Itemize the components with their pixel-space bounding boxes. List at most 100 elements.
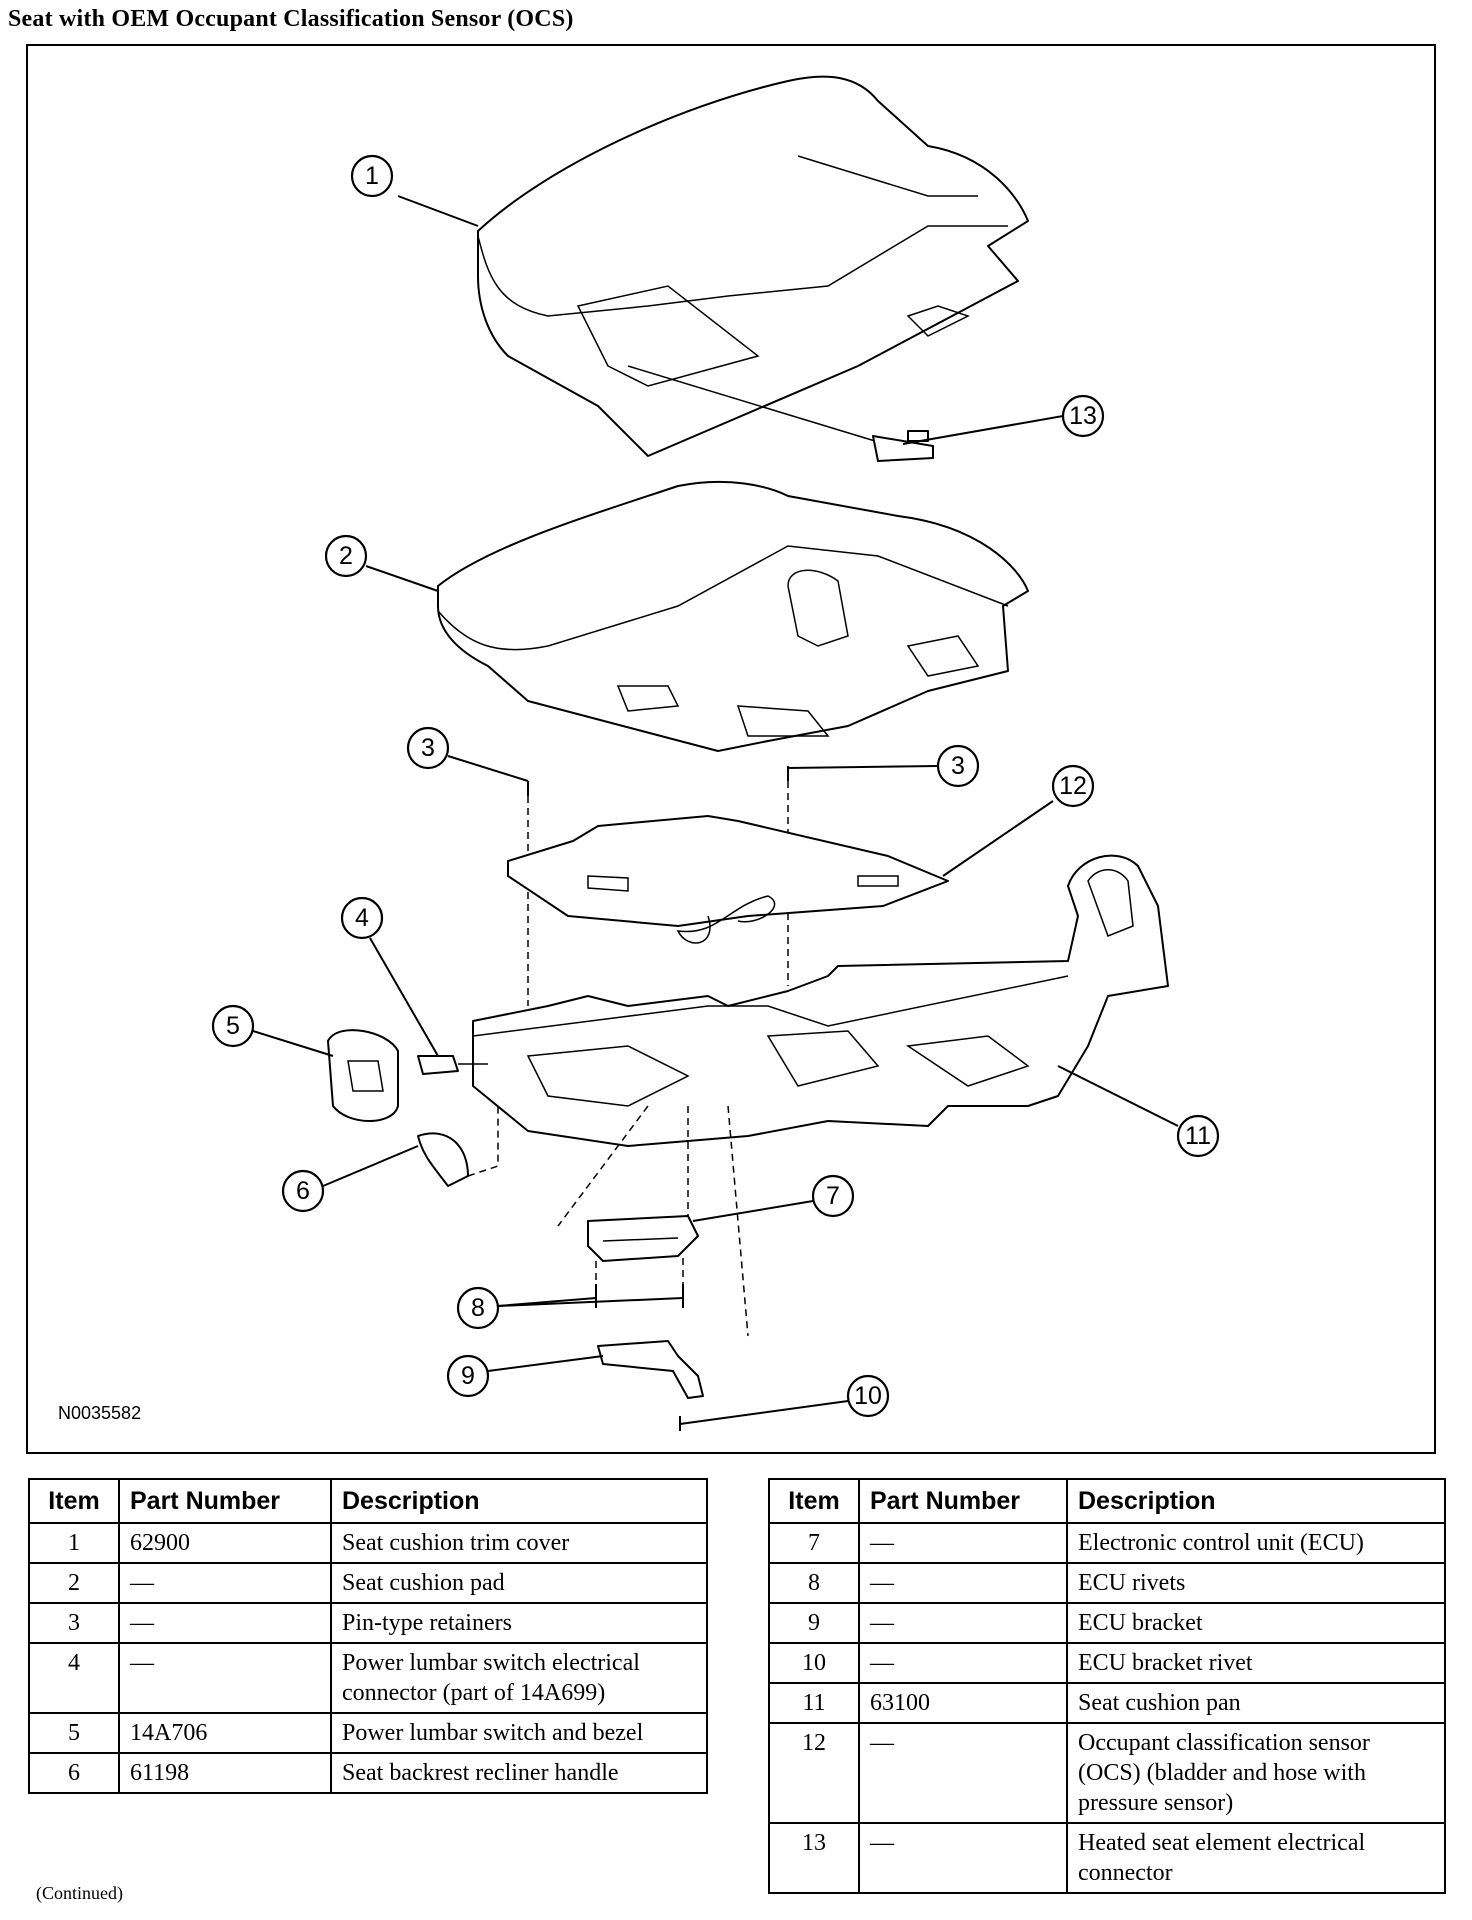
cushion-pad-part — [437, 480, 1029, 752]
svg-text:3: 3 — [951, 752, 965, 780]
callout-2: 2 — [324, 534, 368, 578]
cell-item: 8 — [768, 1562, 860, 1604]
cell-part-number: — — [858, 1722, 1068, 1824]
cell-description: ECU rivets — [1066, 1562, 1446, 1604]
switch-bezel-part — [327, 1029, 399, 1122]
figure-id: N0035582 — [58, 1403, 142, 1423]
cell-item: 1 — [28, 1522, 120, 1564]
cell-part-number: — — [858, 1522, 1068, 1564]
table-row: 3 — Pin-type retainers — [28, 1602, 708, 1644]
table-row: 12 — Occupant classification sensor (OCS… — [768, 1722, 1446, 1824]
cell-description: Electronic control unit (ECU) — [1066, 1522, 1446, 1564]
cell-item: 4 — [28, 1642, 120, 1714]
cell-part-number: 62900 — [118, 1522, 332, 1564]
cell-item: 13 — [768, 1822, 860, 1894]
leader-lines — [252, 195, 1179, 1425]
cell-part-number: — — [858, 1822, 1068, 1894]
svg-text:1: 1 — [365, 162, 379, 190]
callout-9: 9 — [446, 1354, 490, 1398]
ocs-sensor-part — [507, 815, 949, 944]
cell-description: Heated seat element electrical connector — [1066, 1822, 1446, 1894]
svg-text:12: 12 — [1059, 772, 1087, 800]
cell-part-number: — — [858, 1642, 1068, 1684]
callout-10: 10 — [846, 1374, 890, 1418]
recliner-handle-part — [417, 1106, 499, 1187]
cell-description: Power lumbar switch and bezel — [330, 1712, 708, 1754]
trim-cover-part — [477, 75, 1029, 457]
cell-description: Occupant classification sensor (OCS) (bl… — [1066, 1722, 1446, 1824]
svg-text:9: 9 — [461, 1362, 475, 1390]
cushion-pan-part — [472, 854, 1169, 1147]
header-item: Item — [28, 1478, 120, 1524]
svg-text:10: 10 — [854, 1382, 882, 1410]
cell-item: 2 — [28, 1562, 120, 1604]
table-header-row: Item Part Number Description — [768, 1478, 1446, 1524]
cell-item: 7 — [768, 1522, 860, 1564]
header-description: Description — [330, 1478, 708, 1524]
svg-text:6: 6 — [296, 1177, 310, 1205]
svg-text:8: 8 — [471, 1294, 485, 1322]
cell-part-number: — — [118, 1602, 332, 1644]
continued-note: (Continued) — [36, 1883, 123, 1903]
svg-text:3: 3 — [421, 734, 435, 762]
callout-13: 13 — [1061, 394, 1105, 438]
svg-text:2: 2 — [339, 542, 353, 570]
parts-table-left: Item Part Number Description 1 62900 Sea… — [28, 1478, 708, 1794]
parts-table-right: Item Part Number Description 7 — Electro… — [768, 1478, 1446, 1894]
svg-text:11: 11 — [1185, 1122, 1211, 1150]
table-row: 8 — ECU rivets — [768, 1562, 1446, 1604]
cell-item: 12 — [768, 1722, 860, 1824]
cell-part-number: — — [118, 1562, 332, 1604]
table-row: 13 — Heated seat element electrical conn… — [768, 1822, 1446, 1894]
table-row: 11 63100 Seat cushion pan — [768, 1682, 1446, 1724]
callout-11: 11 — [1176, 1114, 1220, 1158]
cell-description: Seat backrest recliner handle — [330, 1752, 708, 1794]
callout-8: 8 — [456, 1286, 500, 1330]
cell-description: Pin-type retainers — [330, 1602, 708, 1644]
ecu-part — [587, 1215, 699, 1262]
header-description: Description — [1066, 1478, 1446, 1524]
ecu-rivets-part — [557, 1105, 689, 1308]
table-row: 9 — ECU bracket — [768, 1602, 1446, 1644]
table-row: 5 14A706 Power lumbar switch and bezel — [28, 1712, 708, 1754]
exploded-diagram: 1 13 2 3 3 12 4 5 11 6 7 8 9 10 N0035582 — [26, 44, 1436, 1454]
cell-description: ECU bracket — [1066, 1602, 1446, 1644]
cell-part-number: — — [858, 1602, 1068, 1644]
header-item: Item — [768, 1478, 860, 1524]
cell-description: Seat cushion pan — [1066, 1682, 1446, 1724]
table-row: 10 — ECU bracket rivet — [768, 1642, 1446, 1684]
callout-1: 1 — [350, 154, 394, 198]
cell-part-number: — — [858, 1562, 1068, 1604]
svg-text:13: 13 — [1069, 402, 1097, 430]
svg-text:7: 7 — [826, 1182, 840, 1210]
table-row: 6 61198 Seat backrest recliner handle — [28, 1752, 708, 1794]
callout-5: 5 — [211, 1004, 255, 1048]
header-part-number: Part Number — [118, 1478, 332, 1524]
callout-6: 6 — [281, 1169, 325, 1213]
cell-item: 3 — [28, 1602, 120, 1644]
cell-part-number: 61198 — [118, 1752, 332, 1794]
table-header-row: Item Part Number Description — [28, 1478, 708, 1524]
cell-description: ECU bracket rivet — [1066, 1642, 1446, 1684]
callout-7: 7 — [811, 1174, 855, 1218]
cell-description: Seat cushion pad — [330, 1562, 708, 1604]
cell-item: 9 — [768, 1602, 860, 1644]
heated-seat-connector-part — [872, 430, 934, 462]
cell-part-number: — — [118, 1642, 332, 1714]
callout-3-right: 3 — [936, 744, 980, 788]
header-part-number: Part Number — [858, 1478, 1068, 1524]
seat-illustration: 1 13 2 3 3 12 4 5 11 6 7 8 9 10 — [211, 75, 1220, 1431]
svg-text:5: 5 — [226, 1012, 240, 1040]
cell-description: Seat cushion trim cover — [330, 1522, 708, 1564]
table-row: 2 — Seat cushion pad — [28, 1562, 708, 1604]
callout-12: 12 — [1051, 764, 1095, 808]
table-row: 7 — Electronic control unit (ECU) — [768, 1522, 1446, 1564]
cell-item: 5 — [28, 1712, 120, 1754]
cell-description: Power lumbar switch electrical connector… — [330, 1642, 708, 1714]
ecu-bracket-part — [597, 1105, 749, 1399]
cell-part-number: 14A706 — [118, 1712, 332, 1754]
table-row: 1 62900 Seat cushion trim cover — [28, 1522, 708, 1564]
callout-4: 4 — [340, 896, 384, 940]
cell-item: 10 — [768, 1642, 860, 1684]
cell-item: 11 — [768, 1682, 860, 1724]
